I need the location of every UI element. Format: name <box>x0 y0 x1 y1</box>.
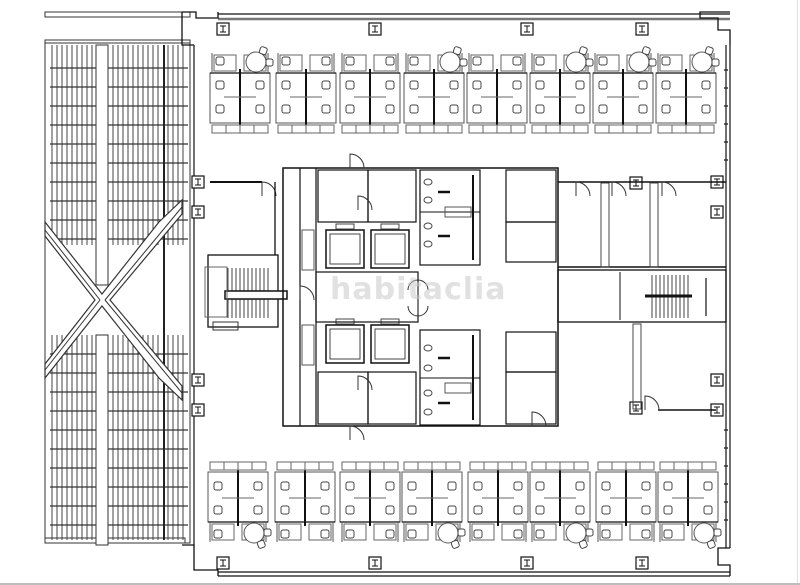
east-offices <box>557 181 727 411</box>
west-room-and-stair <box>204 181 288 331</box>
central-core <box>282 153 559 441</box>
right-border <box>797 0 798 583</box>
south-workstations <box>208 462 721 549</box>
atrium-skylight <box>44 11 191 546</box>
bottom-border <box>0 583 800 585</box>
north-workstations <box>210 46 719 133</box>
facade-ticks <box>724 69 728 521</box>
building-envelope <box>181 11 731 577</box>
